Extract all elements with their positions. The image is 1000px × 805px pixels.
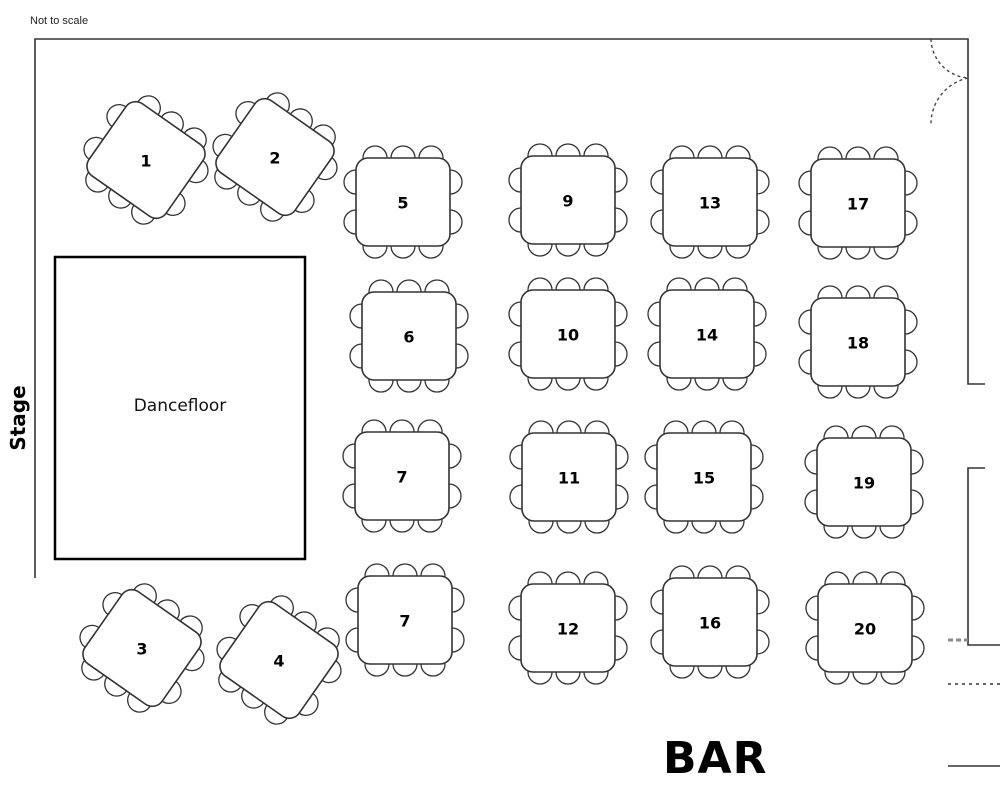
table-top — [810, 158, 906, 248]
table-19 — [804, 425, 924, 539]
dancefloor — [53, 255, 307, 561]
table-7 — [345, 563, 465, 677]
table-top — [520, 583, 616, 673]
table-number: 2 — [269, 149, 280, 168]
table-top — [656, 432, 752, 522]
table-20 — [805, 571, 925, 685]
table-top — [82, 588, 202, 708]
table-number: 5 — [397, 194, 408, 213]
right-lower-wall — [967, 467, 1000, 646]
table-17 — [798, 146, 918, 260]
table-number: 6 — [403, 328, 414, 347]
table-number: 7 — [396, 468, 407, 487]
table-number: 4 — [273, 652, 284, 671]
table-top — [659, 289, 755, 379]
table-top — [361, 291, 457, 381]
table-number: 15 — [693, 469, 715, 488]
table-top — [810, 297, 906, 387]
table-number: 20 — [854, 620, 876, 639]
table-top — [354, 431, 450, 521]
room-walls — [34, 38, 1000, 767]
stage-label: Stage — [6, 385, 30, 451]
scale-note: Not to scale — [30, 15, 89, 27]
table-top — [662, 577, 758, 667]
table-number: 3 — [136, 640, 147, 659]
table-number: 16 — [699, 614, 721, 633]
table-15 — [644, 420, 764, 534]
table-top — [520, 289, 616, 379]
table-top — [219, 600, 339, 720]
table-top — [215, 97, 335, 217]
table-9 — [508, 143, 628, 257]
table-1 — [83, 95, 209, 225]
table-top — [662, 157, 758, 247]
table-number: 12 — [557, 620, 579, 639]
table-7 — [342, 419, 462, 533]
table-14 — [647, 277, 767, 391]
table-number: 7 — [399, 612, 410, 631]
table-top — [816, 437, 912, 527]
table-3 — [79, 583, 205, 713]
table-4 — [216, 595, 342, 725]
dancefloor-label: Dancefloor — [133, 396, 227, 416]
top-wall — [34, 38, 985, 578]
table-13 — [650, 145, 770, 259]
table-number: 1 — [140, 152, 151, 171]
table-top — [357, 575, 453, 665]
table-number: 10 — [557, 326, 579, 345]
table-11 — [509, 420, 629, 534]
table-16 — [650, 565, 770, 679]
table-12 — [508, 571, 628, 685]
table-number: 11 — [558, 469, 580, 488]
bar-label: BAR — [663, 733, 768, 784]
table-top — [521, 432, 617, 522]
table-number: 19 — [853, 474, 875, 493]
table-top — [355, 157, 451, 247]
table-top — [86, 100, 206, 220]
table-number: 9 — [562, 192, 573, 211]
table-18 — [798, 285, 918, 399]
table-10 — [508, 277, 628, 391]
table-number: 14 — [696, 326, 718, 345]
table-number: 17 — [847, 195, 869, 214]
table-top — [817, 583, 913, 673]
table-5 — [343, 145, 463, 259]
door-swing-arcs — [930, 38, 969, 126]
table-6 — [349, 279, 469, 393]
table-top — [520, 155, 616, 245]
table-number: 18 — [847, 334, 869, 353]
table-number: 13 — [699, 194, 721, 213]
table-2 — [212, 92, 338, 222]
